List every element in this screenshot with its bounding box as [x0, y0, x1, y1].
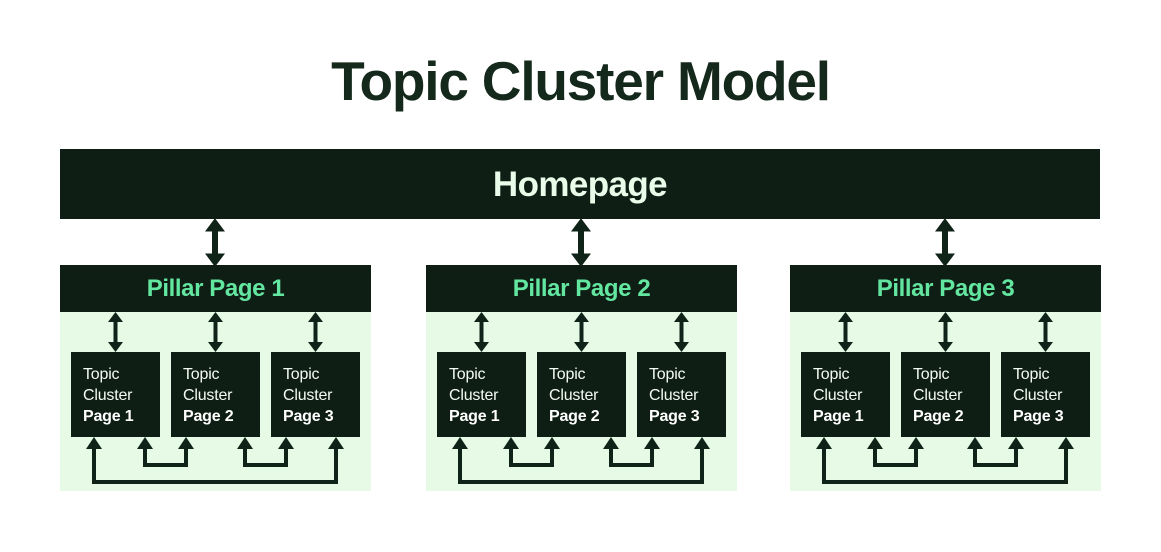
- arrow-pillar-cluster-3-1: [838, 312, 853, 352]
- pillar-page-label-3: Pillar Page 3: [876, 274, 1015, 302]
- pillar-page-node-2[interactable]: Pillar Page 2: [426, 265, 737, 312]
- cluster-interlink-arrows-2: [426, 437, 737, 491]
- topic-cluster-line2: Cluster: [813, 387, 863, 404]
- cluster-interlink-arrows-1: [60, 437, 371, 491]
- topic-cluster-line2: Cluster: [913, 387, 963, 404]
- topic-cluster-line1: Topic: [449, 366, 486, 383]
- topic-cluster-line1: Topic: [1013, 366, 1050, 383]
- topic-cluster-group-2: Pillar Page 2: [426, 265, 737, 491]
- arrow-pillar-cluster-1-3: [308, 312, 323, 352]
- topic-cluster-node-2-2[interactable]: Topic Cluster Page 2: [537, 352, 626, 437]
- link-2-3: [243, 449, 288, 467]
- topic-cluster-line1: Topic: [649, 366, 686, 383]
- page-title: Topic Cluster Model: [331, 50, 831, 112]
- topic-cluster-line2: Cluster: [83, 387, 133, 404]
- topic-cluster-line1: Topic: [283, 366, 320, 383]
- arrow-pillar-cluster-2-3: [674, 312, 689, 352]
- arrow-homepage-pillar-3: [935, 218, 955, 267]
- homepage-node[interactable]: Homepage: [60, 149, 1100, 219]
- arrow-homepage-pillar-2: [571, 218, 591, 267]
- topic-cluster-node-1-1[interactable]: Topic Cluster Page 1: [71, 352, 160, 437]
- topic-cluster-row-1: Topic Cluster Page 1 Topic Cluster Page …: [60, 352, 371, 437]
- topic-cluster-node-3-1[interactable]: Topic Cluster Page 1: [801, 352, 890, 437]
- link-1-2: [143, 449, 188, 467]
- topic-cluster-line1: Topic: [913, 366, 950, 383]
- topic-cluster-line1: Topic: [813, 366, 850, 383]
- link-1-3: [458, 449, 704, 484]
- topic-cluster-line1: Topic: [83, 366, 120, 383]
- pillar-page-node-3[interactable]: Pillar Page 3: [790, 265, 1101, 312]
- topic-cluster-line2: Cluster: [283, 387, 333, 404]
- link-1-2: [873, 449, 918, 467]
- link-1-3: [92, 449, 338, 484]
- pillar-page-node-1[interactable]: Pillar Page 1: [60, 265, 371, 312]
- topic-cluster-node-1-2[interactable]: Topic Cluster Page 2: [171, 352, 260, 437]
- pillar-to-cluster-arrows-1: [60, 312, 371, 352]
- topic-cluster-line1: Topic: [549, 366, 586, 383]
- topic-cluster-line2: Cluster: [549, 387, 599, 404]
- topic-cluster-node-3-2[interactable]: Topic Cluster Page 2: [901, 352, 990, 437]
- link-2-3: [609, 449, 654, 467]
- pillar-page-label-1: Pillar Page 1: [146, 274, 285, 302]
- topic-cluster-page-label: Page 3: [283, 408, 334, 425]
- arrow-pillar-cluster-1-1: [108, 312, 123, 352]
- topic-cluster-line1: Topic: [183, 366, 220, 383]
- pillar-to-cluster-arrows-2: [426, 312, 737, 352]
- arrow-pillar-cluster-3-2: [938, 312, 953, 352]
- topic-cluster-group-3: Pillar Page 3: [790, 265, 1101, 491]
- topic-cluster-page-label: Page 1: [813, 408, 864, 425]
- link-1-3: [822, 449, 1068, 484]
- link-2-3: [973, 449, 1018, 467]
- topic-cluster-node-2-1[interactable]: Topic Cluster Page 1: [437, 352, 526, 437]
- arrow-homepage-pillar-1: [205, 218, 225, 267]
- topic-cluster-page-label: Page 3: [1013, 408, 1064, 425]
- topic-cluster-line2: Cluster: [649, 387, 699, 404]
- arrow-pillar-cluster-3-3: [1038, 312, 1053, 352]
- topic-cluster-node-1-3[interactable]: Topic Cluster Page 3: [271, 352, 360, 437]
- topic-cluster-node-2-3[interactable]: Topic Cluster Page 3: [637, 352, 726, 437]
- arrow-pillar-cluster-1-2: [208, 312, 223, 352]
- topic-cluster-row-3: Topic Cluster Page 1 Topic Cluster Page …: [790, 352, 1101, 437]
- pillar-to-cluster-arrows-3: [790, 312, 1101, 352]
- topic-cluster-line2: Cluster: [183, 387, 233, 404]
- arrow-pillar-cluster-2-1: [474, 312, 489, 352]
- link-1-2: [509, 449, 554, 467]
- topic-cluster-line2: Cluster: [449, 387, 499, 404]
- cluster-interlink-arrows-3: [790, 437, 1101, 491]
- topic-cluster-node-3-3[interactable]: Topic Cluster Page 3: [1001, 352, 1090, 437]
- topic-cluster-page-label: Page 3: [649, 408, 700, 425]
- arrow-pillar-cluster-2-2: [574, 312, 589, 352]
- pillar-page-label-2: Pillar Page 2: [512, 274, 651, 302]
- topic-cluster-page-label: Page 2: [549, 408, 600, 425]
- homepage-label: Homepage: [492, 164, 668, 204]
- topic-cluster-page-label: Page 2: [183, 408, 234, 425]
- topic-cluster-page-label: Page 1: [449, 408, 500, 425]
- topic-cluster-page-label: Page 2: [913, 408, 964, 425]
- topic-cluster-group-1: Pillar Page 1: [60, 265, 371, 491]
- topic-cluster-page-label: Page 1: [83, 408, 134, 425]
- homepage-to-pillar-arrows: [0, 218, 1161, 267]
- topic-cluster-row-2: Topic Cluster Page 1 Topic Cluster Page …: [426, 352, 737, 437]
- topic-cluster-line2: Cluster: [1013, 387, 1063, 404]
